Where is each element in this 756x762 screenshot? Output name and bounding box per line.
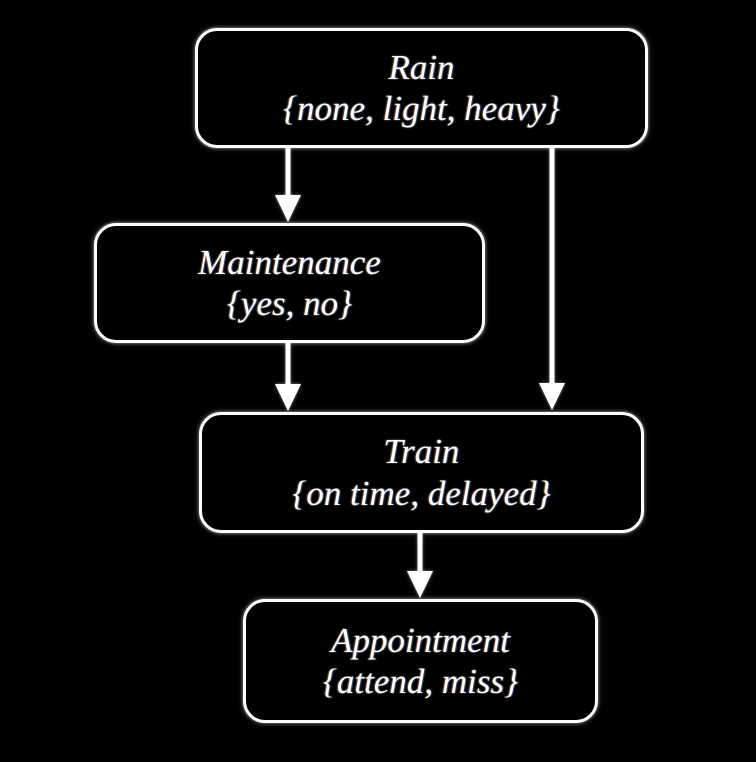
node-train[interactable]: Train {on time, delayed} [199, 412, 644, 533]
node-rain-states: {none, light, heavy} [283, 89, 560, 128]
arrowhead-icon [275, 195, 301, 222]
arrowhead-icon [539, 383, 565, 410]
node-train-states: {on time, delayed} [292, 473, 551, 513]
node-maintenance-title: Maintenance [198, 242, 381, 282]
node-rain[interactable]: Rain {none, light, heavy} [195, 28, 648, 148]
node-appointment-states: {attend, miss} [322, 662, 519, 701]
node-appointment[interactable]: Appointment {attend, miss} [243, 599, 598, 723]
node-rain-title: Rain [388, 47, 455, 87]
arrowhead-icon [407, 571, 433, 598]
edge-train-to-appointment [400, 533, 440, 600]
arrowhead-icon [275, 384, 301, 411]
node-maintenance-states: {yes, no} [226, 284, 353, 323]
node-train-title: Train [383, 432, 460, 472]
edge-rain-to-train [532, 148, 572, 412]
node-maintenance[interactable]: Maintenance {yes, no} [94, 223, 485, 343]
node-appointment-title: Appointment [331, 620, 510, 660]
edge-maintenance-to-train [268, 343, 308, 413]
edge-rain-to-maintenance [268, 148, 308, 224]
